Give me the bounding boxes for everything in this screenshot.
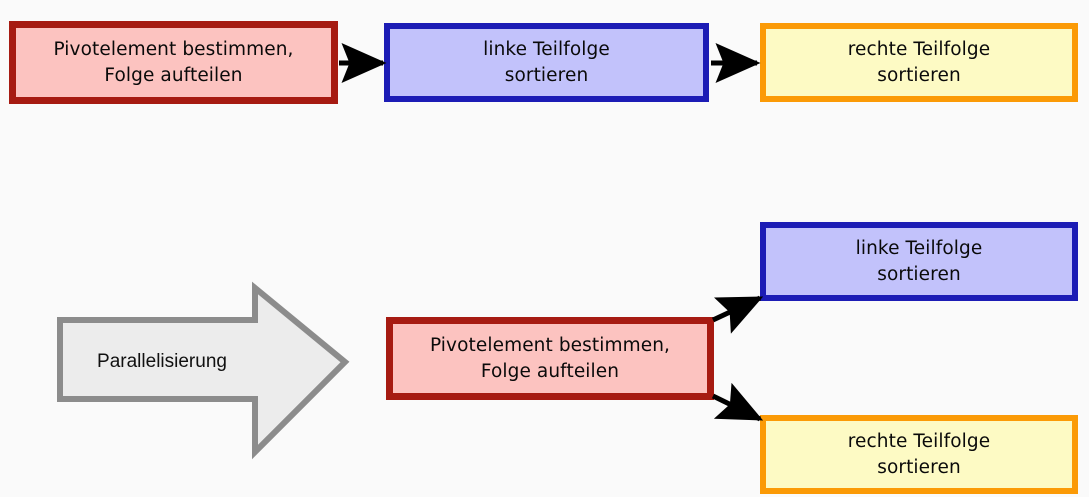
node-pivot-sequential: Pivotelement bestimmen, Folge aufteilen [9,21,338,104]
node-right-sequential: rechte Teilfolge sortieren [760,23,1078,102]
node-right-parallel: rechte Teilfolge sortieren [760,415,1078,494]
node-left-parallel: linke Teilfolge sortieren [760,222,1078,301]
node-left-sequential: linke Teilfolge sortieren [384,23,709,102]
connector-pivot-to-right-parallel [711,382,764,422]
node-pivot-parallel: Pivotelement bestimmen, Folge aufteilen [386,317,714,400]
parallelisierung-label: Parallelisierung [97,350,227,372]
connector-pivot-to-left-parallel [711,295,764,334]
